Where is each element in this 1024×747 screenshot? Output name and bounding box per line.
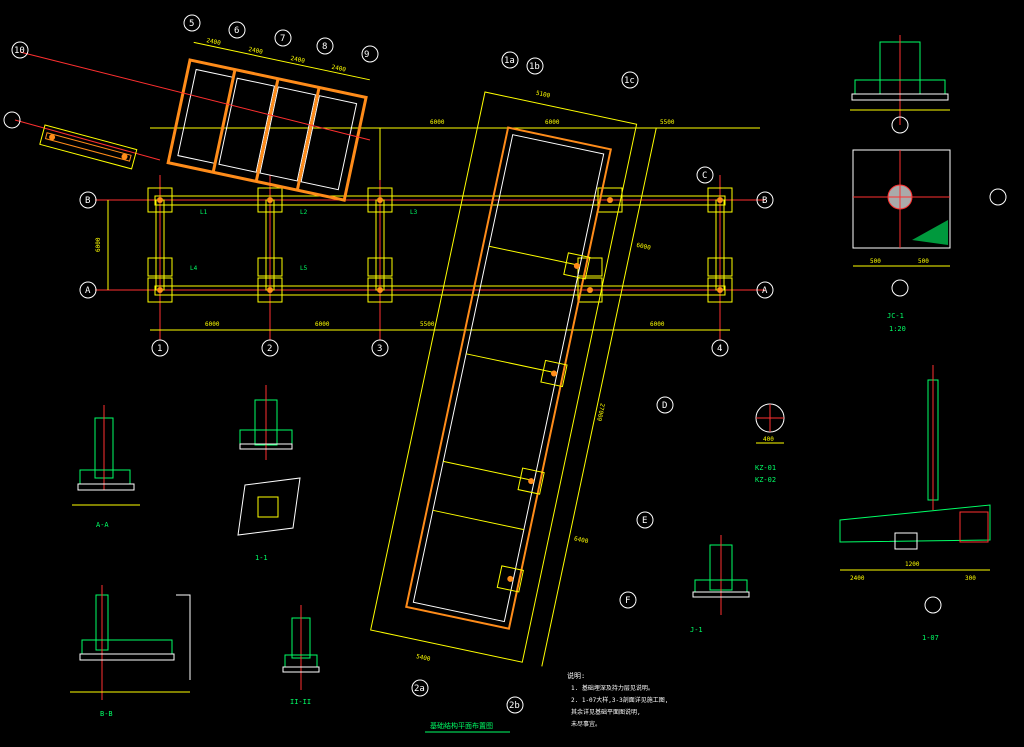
skew-bubble-5: 5 <box>189 19 194 29</box>
top-dim-3: 5500 <box>660 119 675 126</box>
skew-bubble-8: 8 <box>322 42 327 52</box>
skew-dim-4: 2400 <box>331 64 347 74</box>
slanted-bubble-c: C <box>702 171 707 181</box>
slanted-bubble-1a: 1a <box>504 56 515 66</box>
slanted-bubble-2a: 2a <box>414 684 425 694</box>
plan-title: 基础结构平面布置图 <box>425 721 510 733</box>
skew-bubble-6: 6 <box>234 26 239 36</box>
beam-label-3: L3 <box>410 209 418 216</box>
axis-bubble-b-right: B <box>762 196 767 206</box>
top-dim-2: 6000 <box>545 119 560 126</box>
slanted-long-dim: 27000 <box>595 402 606 422</box>
skew-bubble-9: 9 <box>364 50 369 60</box>
beam-label-4: L4 <box>190 265 198 272</box>
slanted-bubble-f: F <box>625 596 630 606</box>
slanted-dim-1: 5100 <box>535 90 551 100</box>
general-notes: 说明: 1. 基础埋深及持力层见说明。 2. 1-07大样,3-3剖面详见施工图… <box>567 671 668 728</box>
slanted-bubble-2b: 2b <box>509 701 520 711</box>
wall-dim-1: 2400 <box>850 575 865 582</box>
skew-bubble-7: 7 <box>280 34 285 44</box>
axis-bubble-3: 3 <box>377 344 382 354</box>
notes-line-1: 1. 基础埋深及持力层见说明。 <box>571 684 654 692</box>
wall-label: 1-07 <box>922 634 939 642</box>
skew-dim-3: 2400 <box>290 55 306 65</box>
detail-label-ii-ii: II-II <box>290 698 311 706</box>
pier-sublabel: 1:20 <box>889 325 906 333</box>
top-dim-1: 6000 <box>430 119 445 126</box>
beam-label-2: L2 <box>300 209 308 216</box>
detail-jl: J-1 <box>690 535 750 634</box>
beam-label-5: L5 <box>300 265 308 272</box>
detail-1-1: 1-1 <box>237 385 301 562</box>
slanted-bubble-d: D <box>662 401 667 411</box>
axis-bubble-4: 4 <box>717 344 722 354</box>
slanted-bubble-e: E <box>642 516 647 526</box>
axis-bubble-1: 1 <box>157 344 162 354</box>
skew-dim-2: 2400 <box>248 46 264 56</box>
detail-label-b-b: B-B <box>100 710 113 718</box>
axis-bubble-b: B <box>85 196 90 206</box>
pier-label: JC-1 <box>887 312 904 320</box>
detail-label-1-1: 1-1 <box>255 554 268 562</box>
skew-bubble-10: 10 <box>14 46 25 56</box>
detail-a-a: A-A <box>72 405 140 529</box>
slanted-foundation-plan: 27000 5100 5400 6000 6400 1a 1b 1c C D E… <box>370 51 714 714</box>
axis-bubble-a-right: A <box>762 286 768 296</box>
side-dim: 6000 <box>95 237 102 252</box>
bottom-dim-3: 5500 <box>420 321 435 328</box>
skew-dim-1: 2400 <box>206 37 222 47</box>
slanted-bubble-1c: 1c <box>624 76 635 86</box>
column-section: 400 KZ-01 KZ-02 <box>755 403 785 484</box>
pier-dim-1: 500 <box>870 258 881 265</box>
notes-line-3: 其余详见基础平面图说明, <box>571 708 641 716</box>
plan-title-text: 基础结构平面布置图 <box>430 721 493 730</box>
slanted-dim-4: 6400 <box>573 535 589 545</box>
detail-label-a-a: A-A <box>96 521 109 529</box>
notes-line-4: 未尽事宜。 <box>571 720 601 728</box>
wall-section: 2400 1200 300 1-07 <box>839 365 991 642</box>
detail-label-jl: J-1 <box>690 626 703 634</box>
axis-bubble-2: 2 <box>267 344 272 354</box>
skewed-upper-block: 2400 2400 2400 2400 5 6 7 8 <box>3 14 379 202</box>
wall-dim-2: 1200 <box>905 561 920 568</box>
axis-bubble-a: A <box>85 286 91 296</box>
notes-title: 说明: <box>567 671 585 680</box>
notes-line-2: 2. 1-07大样,3-3剖面详见施工图, <box>571 696 668 704</box>
pier-dim-2: 500 <box>918 258 929 265</box>
main-foundation-plan: 6000 6000 5500 6000 6000 5500 6000 6000 … <box>79 119 774 357</box>
beam-label-1: L1 <box>200 209 208 216</box>
detail-ii-ii: II-II <box>282 605 320 706</box>
wall-dim-3: 300 <box>965 575 976 582</box>
slanted-dim-3: 6000 <box>636 242 652 252</box>
bottom-dim-1: 6000 <box>205 321 220 328</box>
detail-b-b: B-B <box>70 585 191 718</box>
column-sublabel: KZ-02 <box>755 476 776 484</box>
column-label: KZ-01 <box>755 464 776 472</box>
column-dim: 400 <box>763 436 774 443</box>
bottom-dim-4: 6000 <box>650 321 665 328</box>
pier-detail: 500 500 JC-1 1:20 <box>850 35 1007 333</box>
slanted-bubble-1b: 1b <box>529 62 540 72</box>
bottom-dim-2: 6000 <box>315 321 330 328</box>
slanted-dim-2: 5400 <box>415 653 431 663</box>
